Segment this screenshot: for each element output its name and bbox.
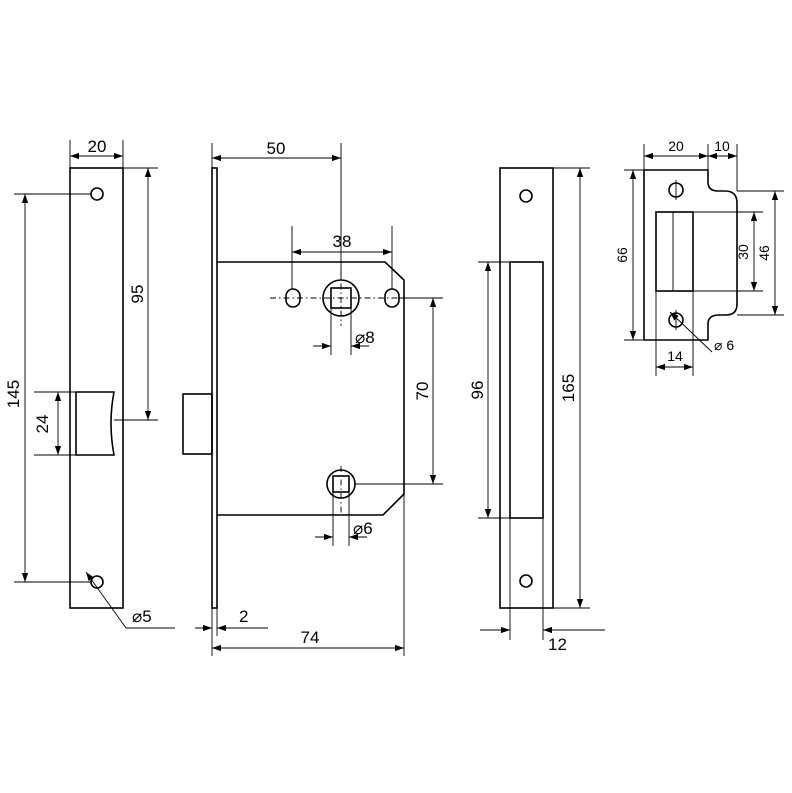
strike-plate-view: 96 165 12 [468, 167, 605, 654]
dim-keeper-hole-6: ⌀ 6 [714, 337, 734, 353]
dim-keeper-66: 66 [614, 247, 630, 263]
dim-depth-74: 74 [301, 628, 320, 647]
dim-hole-spacing-95: 95 [128, 285, 147, 304]
lock-body-side-view: 50 38 ⌀8 70 ⌀6 2 74 [182, 139, 443, 656]
dim-cutout-24: 24 [33, 415, 52, 434]
keeper-view: 20 10 66 30 46 14 ⌀ 6 [614, 138, 784, 376]
dim-keeper-20: 20 [668, 138, 684, 154]
dim-keeper-30: 30 [735, 244, 751, 260]
dim-faceplate-width: 20 [88, 137, 107, 156]
lock-case [217, 261, 405, 516]
dim-spacing-38: 38 [333, 232, 352, 251]
faceplate-top-hole [90, 187, 104, 201]
forend-plate [211, 167, 218, 609]
latch-cutout [75, 391, 115, 456]
dim-backset-50: 50 [267, 139, 286, 158]
latch-bolt [182, 393, 213, 455]
strike-bottom-hole [519, 574, 533, 588]
upper-spindle-square [330, 287, 352, 309]
dim-keeper-46: 46 [756, 245, 772, 261]
dim-screw-hole-5: ⌀5 [132, 607, 152, 626]
lower-spindle-square [332, 475, 350, 493]
keeper-slot [655, 211, 694, 292]
dim-strike-165: 165 [559, 374, 578, 402]
dim-keeper-10: 10 [714, 138, 730, 154]
dim-keeper-14: 14 [667, 348, 683, 364]
keeper-outline [643, 169, 738, 341]
left-oval-hole [285, 288, 301, 308]
dim-faceplate-length: 145 [4, 380, 23, 408]
faceplate-front-view: 20 145 95 24 ⌀5 [4, 137, 175, 629]
strike-plate-outline [499, 167, 554, 609]
dim-spindle-6: ⌀6 [353, 519, 373, 538]
dim-spindle-8: ⌀8 [355, 328, 375, 347]
dim-strike-12: 12 [548, 635, 567, 654]
strike-slot [509, 261, 544, 519]
faceplate-outline [69, 167, 124, 609]
dim-forend-2: 2 [239, 607, 248, 626]
strike-top-hole [519, 189, 533, 203]
dim-center-70: 70 [413, 382, 432, 401]
dim-strike-96: 96 [468, 381, 487, 400]
